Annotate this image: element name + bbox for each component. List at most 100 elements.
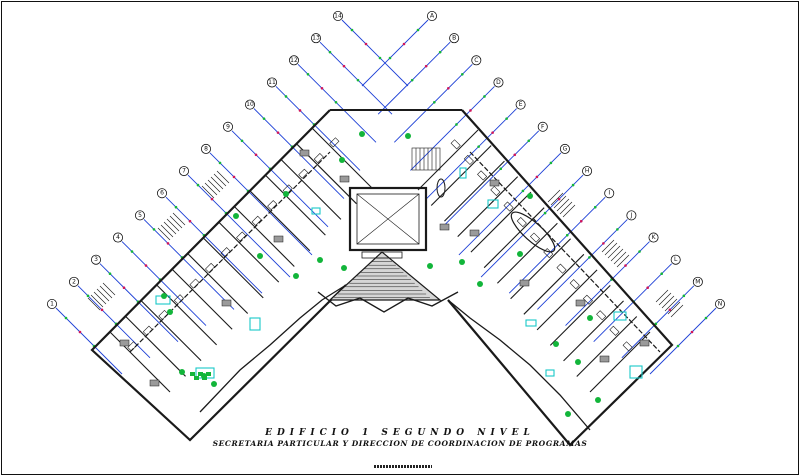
- equipment-block: [469, 229, 480, 237]
- grid-tick: [549, 161, 553, 165]
- grid-line-left: [341, 19, 409, 87]
- grid-line-left: [231, 130, 329, 228]
- grid-tick: [588, 256, 591, 259]
- furniture-item: [311, 207, 321, 215]
- grid-tick: [298, 109, 302, 112]
- grid-tick: [499, 167, 503, 171]
- furniture-item: [249, 317, 261, 331]
- grid-tick: [579, 219, 583, 223]
- stair-north: [411, 147, 441, 171]
- grid-tick: [704, 316, 708, 320]
- grid-line-left: [319, 41, 393, 115]
- grid-bubble-left: [134, 210, 145, 221]
- plant-marker: [257, 253, 263, 259]
- furniture-item: [613, 311, 627, 321]
- conference-table: [510, 211, 556, 253]
- partition-wall: [218, 221, 280, 283]
- grid-bubble-left: [113, 232, 124, 243]
- grid-bubble-left: [222, 121, 233, 132]
- grid-label-left: 13: [312, 35, 320, 42]
- axis-grid-lines: [55, 19, 717, 375]
- grid-line-left: [297, 63, 377, 143]
- desk: [582, 294, 593, 305]
- partition-wall: [510, 238, 572, 300]
- plant-marker: [167, 309, 173, 315]
- equipment-block: [639, 339, 650, 347]
- grid-label-left: 4: [116, 234, 120, 241]
- desk: [267, 200, 278, 211]
- plant-marker: [339, 157, 345, 163]
- desk: [490, 185, 501, 196]
- desk: [503, 201, 514, 212]
- grid-tick: [654, 322, 658, 326]
- grid-label-left: 9: [226, 123, 230, 130]
- grid-tick: [402, 42, 406, 46]
- grid-bubble-left: [244, 99, 255, 110]
- desk: [142, 325, 153, 336]
- desk: [622, 341, 633, 352]
- desk: [516, 217, 527, 228]
- grid-tick: [86, 294, 90, 298]
- grid-bubble-left: [332, 10, 343, 21]
- grid-tick: [571, 183, 575, 187]
- grid-tick: [130, 250, 134, 253]
- grid-line-right: [393, 63, 473, 143]
- grid-tick: [356, 78, 360, 82]
- stair-tread: [658, 292, 672, 306]
- grid-tick: [668, 308, 672, 312]
- furniture-item: [487, 199, 499, 209]
- grid-bubble-left: [91, 254, 102, 265]
- grid-tick: [513, 153, 517, 157]
- partition-wall: [264, 174, 326, 236]
- grid-label-right: B: [452, 35, 456, 42]
- stair-tread: [559, 201, 573, 215]
- stair-tread: [553, 195, 567, 209]
- grid-line-right: [377, 41, 451, 115]
- grid-tick: [646, 286, 649, 289]
- grid-label-left: 7: [182, 168, 186, 175]
- desk: [329, 137, 340, 148]
- chair: [198, 372, 203, 376]
- grid-tick: [593, 205, 597, 209]
- grid-label-left: 12: [290, 57, 298, 64]
- equipment-block: [299, 149, 310, 157]
- plant-marker: [459, 259, 465, 265]
- desk: [313, 153, 324, 164]
- stair-tread: [216, 170, 230, 184]
- grid-tick: [306, 73, 310, 76]
- grid-tick: [196, 183, 200, 187]
- equipment-block: [149, 379, 160, 387]
- stair-tread: [87, 297, 101, 311]
- grid-label-right: N: [718, 301, 723, 308]
- grid-tick: [682, 294, 686, 298]
- stair-tread: [604, 242, 618, 256]
- furniture-item: [545, 369, 555, 377]
- stair-tread: [201, 185, 215, 199]
- grid-label-left: 8: [204, 145, 208, 152]
- grid-tick: [416, 28, 420, 32]
- grid-tick: [328, 50, 332, 54]
- plant-marker: [527, 193, 533, 199]
- stage-platform: [361, 251, 403, 259]
- graphic-scale-bar: [374, 465, 432, 468]
- grid-label-left: 14: [334, 13, 342, 20]
- stair-tread: [204, 182, 218, 196]
- grid-bubble-right: [626, 210, 637, 221]
- stair-tread: [610, 248, 624, 262]
- stair-tread: [157, 227, 171, 241]
- stair-tread: [655, 289, 669, 303]
- partition-wall: [536, 269, 598, 331]
- stair-tread: [99, 285, 113, 299]
- grid-line-left: [275, 86, 361, 171]
- equipment-block: [489, 179, 500, 187]
- grid-tick: [469, 109, 472, 112]
- grid-tick: [602, 242, 605, 245]
- grid-tick: [491, 131, 494, 134]
- desk: [236, 231, 247, 242]
- grid-line-left: [77, 285, 151, 359]
- plant-marker: [179, 369, 185, 375]
- grid-tick: [262, 117, 266, 120]
- grid-tick: [188, 219, 192, 223]
- stair-tread: [163, 221, 177, 235]
- drawing-title-block: EDIFICIO 1 SEGUNDO NIVEL SECRETARIA PART…: [200, 428, 600, 448]
